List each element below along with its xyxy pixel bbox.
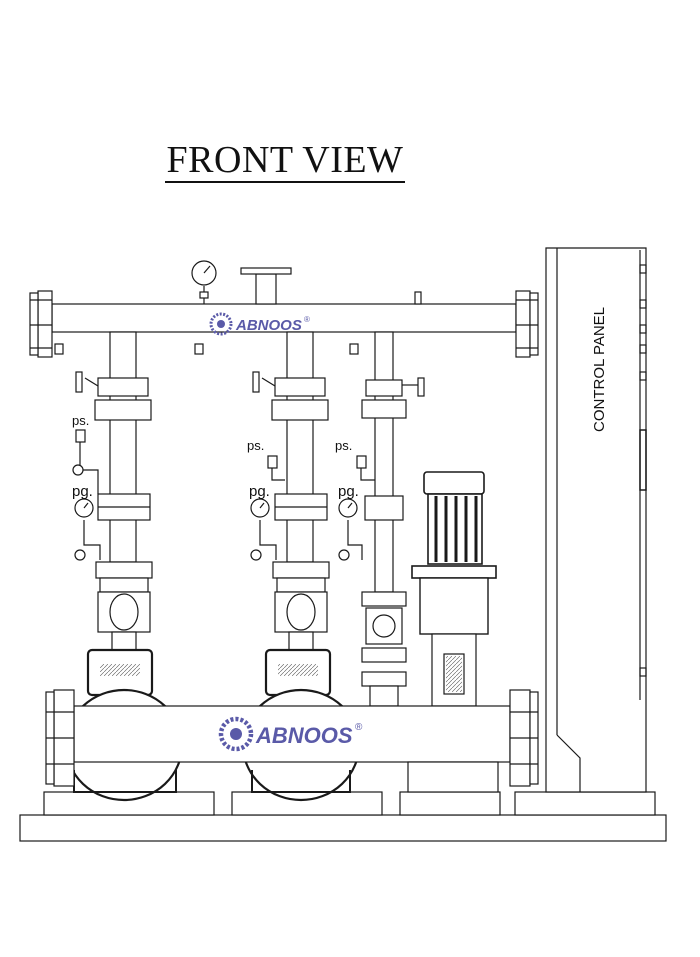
drain-valve-1 <box>72 464 84 476</box>
title-text: FRONT VIEW <box>164 139 406 183</box>
logo-upper <box>209 312 233 336</box>
brand-text-lower: ABNOOS <box>255 723 353 748</box>
control-panel <box>545 247 647 793</box>
pressure-switch-2 <box>267 455 285 481</box>
drain-valve-4 <box>338 549 350 561</box>
pressure-switch-3 <box>356 455 375 481</box>
logo-lower <box>218 716 254 752</box>
control-panel-label: CONTROL PANEL <box>591 307 608 432</box>
riser-1 <box>75 331 153 651</box>
hatch-jockey <box>446 656 462 692</box>
base-frame <box>19 814 667 842</box>
brand-reg-upper: ® <box>304 315 310 324</box>
skid-panel <box>514 791 656 816</box>
lower-header <box>45 689 539 793</box>
drawing-title: FRONT VIEW <box>0 138 570 183</box>
gauge-line-2 <box>259 520 277 560</box>
ps-label-2: ps. <box>247 438 264 453</box>
brand-text-upper: ABNOOS <box>235 317 302 334</box>
header-gauge <box>191 260 217 286</box>
pressure-gauge-1 <box>74 498 94 518</box>
riser-3 <box>361 331 425 707</box>
pressure-gauge-2 <box>250 498 270 518</box>
pg-label-2: pg. <box>249 483 270 500</box>
pressure-switch-1 <box>75 429 99 494</box>
pg-label-1: pg. <box>72 483 93 500</box>
brand-reg-lower: ® <box>355 722 363 733</box>
drain-valve-2 <box>74 549 86 561</box>
drain-valve-3 <box>250 549 262 561</box>
upper-header <box>29 267 539 358</box>
pressure-gauge-3 <box>338 498 358 518</box>
gauge-line-3 <box>347 520 363 560</box>
ps-label-1: ps. <box>72 413 89 428</box>
riser-2 <box>252 331 330 651</box>
ps-label-3: ps. <box>335 438 352 453</box>
gauge-line-1 <box>83 520 101 560</box>
hatch-pump-2 <box>278 664 318 676</box>
pg-label-3: pg. <box>338 483 359 500</box>
skid-right <box>399 791 501 816</box>
hatch-pump-1 <box>100 664 140 676</box>
